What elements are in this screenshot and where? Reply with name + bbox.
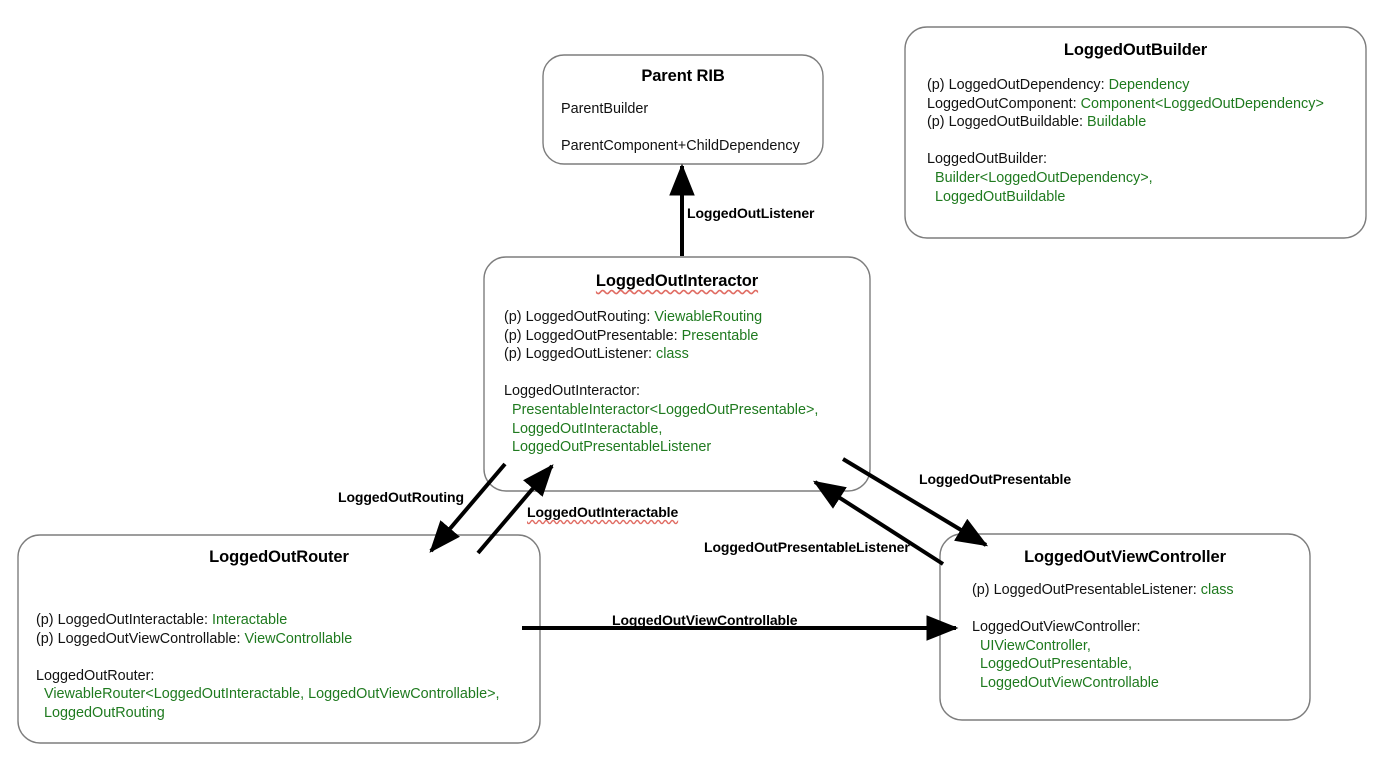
edge-label-logged-out-routing: LoggedOutRouting [338,489,464,505]
type-annotation: LoggedOutRouting [36,704,165,721]
body-line: (p) LoggedOutPresentableListener: class [972,582,1234,598]
body-line: PresentableInteractor<LoggedOutPresentab… [504,401,870,420]
type-annotation: Builder<LoggedOutDependency>, [927,169,1153,186]
type-annotation: Dependency [1108,77,1190,93]
body-line: Builder<LoggedOutDependency>, [927,169,1366,188]
type-annotation: PresentableInteractor<LoggedOutPresentab… [504,401,819,418]
node-title-parent-rib: Parent RIB [641,67,725,85]
body-line: LoggedOutInteractable, [504,420,870,439]
body-line-spacer [927,132,1366,151]
type-annotation: UIViewController, [972,637,1091,654]
type-annotation: LoggedOutBuildable [927,188,1066,205]
node-box-builder[interactable] [904,26,1367,239]
body-line-spacer [561,119,823,138]
body-line: ParentBuilder [561,101,649,117]
body-line: LoggedOutComponent: Component<LoggedOutD… [927,95,1324,112]
body-line: (p) LoggedOutInteractable: Interactable [36,612,288,628]
body-line: LoggedOutPresentable, [972,655,1310,674]
body-line-spacer [36,648,540,667]
type-annotation: LoggedOutViewControllable [972,674,1159,691]
edge-logged-out-presentable [841,457,989,547]
node-title-builder: LoggedOutBuilder [1063,41,1208,59]
body-line: (p) LoggedOutRouting: ViewableRouting [504,309,763,325]
body-line: ParentComponent+ChildDependency [561,138,800,155]
node-box-router[interactable] [17,534,541,744]
body-line: ViewableRouter<LoggedOutInteractable, Lo… [36,685,540,704]
body-line-spacer [972,600,1310,619]
node-title-view-controller: LoggedOutViewController [1024,548,1226,566]
body-line: (p) LoggedOutViewControllable: ViewContr… [36,630,353,647]
node-interactor[interactable]: LoggedOutInteractor (p) LoggedOutRouting… [484,257,870,491]
edge-label-logged-out-presentable-listener: LoggedOutPresentableListener [704,539,910,555]
node-view-controller[interactable]: LoggedOutViewController (p) LoggedOutPre… [940,534,1310,720]
edge-label-logged-out-presentable: LoggedOutPresentable [919,471,1072,487]
body-line: (p) LoggedOutPresentable: Presentable [504,327,759,344]
body-line: LoggedOutBuildable [927,188,1366,207]
body-line: LoggedOutPresentableListener [504,438,870,457]
type-annotation: class [656,346,689,363]
node-router[interactable]: LoggedOutRouter (p) LoggedOutInteractabl… [18,535,540,743]
body-line: LoggedOutRouting [36,704,540,723]
edge-label-logged-out-view-controllable: LoggedOutViewControllable [612,612,798,628]
type-annotation: ViewableRouter<LoggedOutInteractable, Lo… [36,686,500,703]
body-line: UIViewController, [972,637,1310,656]
type-annotation: LoggedOutPresentable, [972,656,1133,673]
body-line-spacer [504,364,870,383]
edge-label-logged-out-interactable: LoggedOutInteractable [527,504,679,520]
body-line: LoggedOutViewController: [972,619,1141,636]
node-body-router: (p) LoggedOutInteractable: Interactable (… [18,611,540,723]
node-body-interactor: (p) LoggedOutRouting: ViewableRouting (p)… [484,308,870,457]
body-line: (p) LoggedOutListener: class [504,346,689,363]
edge-logged-out-presentable-listener [812,480,945,566]
node-box-interactor[interactable] [483,256,871,492]
body-line: (p) LoggedOutDependency: Dependency [927,77,1190,93]
body-line: LoggedOutRouter: [36,667,155,684]
type-annotation: Buildable [1087,114,1147,131]
type-annotation: Component<LoggedOutDependency> [1080,95,1324,112]
type-annotation: ViewControllable [244,630,353,647]
type-annotation: class [1200,582,1234,598]
type-annotation: LoggedOutPresentableListener [504,439,712,456]
node-title-router: LoggedOutRouter [209,548,349,566]
body-line: LoggedOutInteractor: [504,383,641,400]
type-annotation: Presentable [681,327,759,344]
edge-label-logged-out-listener: LoggedOutListener [687,205,815,221]
body-line: (p) LoggedOutBuildable: Buildable [927,114,1147,131]
body-line: LoggedOutViewControllable [972,674,1310,693]
type-annotation: Interactable [212,612,288,628]
edge-logged-out-interactable [476,464,554,555]
type-annotation: ViewableRouting [654,309,763,325]
body-line: LoggedOutBuilder: [927,151,1048,168]
type-annotation: LoggedOutInteractable, [504,420,663,437]
edge-logged-out-routing [429,462,507,553]
node-title-interactor: LoggedOutInteractor [595,272,759,290]
node-builder[interactable]: LoggedOutBuilder (p) LoggedOutDependency… [905,27,1366,238]
